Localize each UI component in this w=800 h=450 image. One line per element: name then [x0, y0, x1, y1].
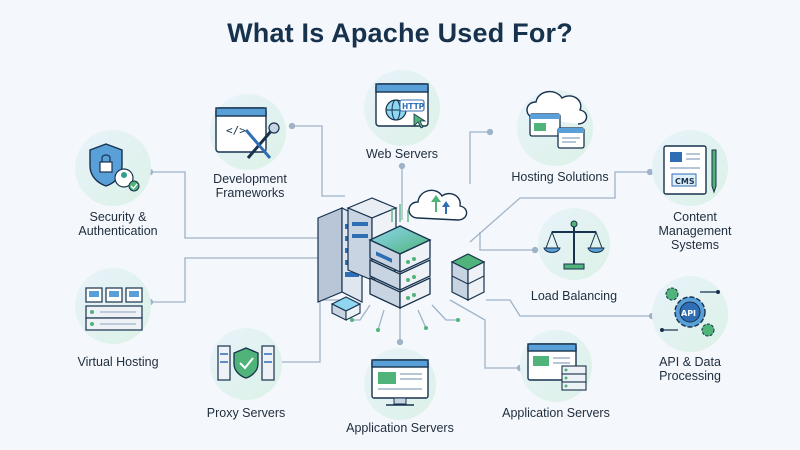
label-load: Load Balancing	[530, 289, 618, 303]
node-cms: CMS	[652, 130, 728, 206]
node-app2	[520, 330, 592, 402]
http-badge: HTTP	[402, 102, 425, 111]
central-server-cluster-icon	[317, 189, 486, 321]
label-api: API & Data Processing	[659, 355, 721, 383]
node-web: HTTP	[364, 70, 440, 146]
server-rack-icon	[85, 287, 143, 331]
proxy-shield-icon	[217, 345, 275, 381]
balance-scale-icon	[543, 220, 605, 270]
connector-dev	[292, 125, 345, 197]
label-app1: Application Servers	[346, 421, 454, 435]
node-hosting	[517, 90, 593, 166]
label-dev: Development Frameworks	[213, 172, 287, 200]
cloud-hosting-icon	[526, 91, 588, 149]
node-dev: </>	[210, 94, 286, 170]
server-stack-main-icon	[368, 225, 432, 310]
svg-text:</>: </>	[226, 124, 246, 137]
label-proxy: Proxy Servers	[206, 406, 286, 420]
connector-security	[150, 171, 318, 239]
node-app1	[364, 348, 436, 420]
node-security	[75, 130, 151, 206]
label-hosting: Hosting Solutions	[511, 170, 609, 184]
app-window-stack-icon	[527, 343, 587, 391]
connector-api	[486, 299, 652, 317]
monitor-app-icon	[371, 359, 429, 406]
chip-small-icon	[330, 296, 362, 321]
connector-hosting	[469, 131, 490, 184]
node-load	[538, 208, 610, 280]
connector-virtual	[150, 257, 318, 303]
cms-badge: CMS	[675, 177, 695, 186]
server-stack-right-icon	[450, 253, 486, 301]
node-virtual	[75, 268, 151, 344]
label-cms: Content Management Systems	[658, 210, 732, 252]
api-gears-icon: API	[660, 287, 720, 337]
cms-document-icon: CMS	[663, 145, 717, 195]
connector-load	[479, 232, 535, 251]
page-title: What Is Apache Used For?	[227, 18, 573, 48]
label-web: Web Servers	[365, 147, 438, 161]
browser-globe-icon: HTTP	[375, 83, 429, 129]
cloud-upload-icon	[408, 189, 468, 221]
label-app2: Application Servers	[502, 406, 610, 420]
code-tools-icon: </>	[215, 107, 280, 159]
shield-lock-icon	[89, 143, 140, 192]
connector-proxy	[278, 299, 345, 363]
node-proxy	[210, 328, 282, 400]
connector-cms	[469, 171, 650, 243]
node-api: API	[652, 276, 728, 352]
label-virtual: Virtual Hosting	[77, 355, 159, 369]
api-badge: API	[681, 309, 696, 318]
connector-app2	[449, 299, 520, 369]
label-security: Security & Authentication	[78, 210, 158, 238]
